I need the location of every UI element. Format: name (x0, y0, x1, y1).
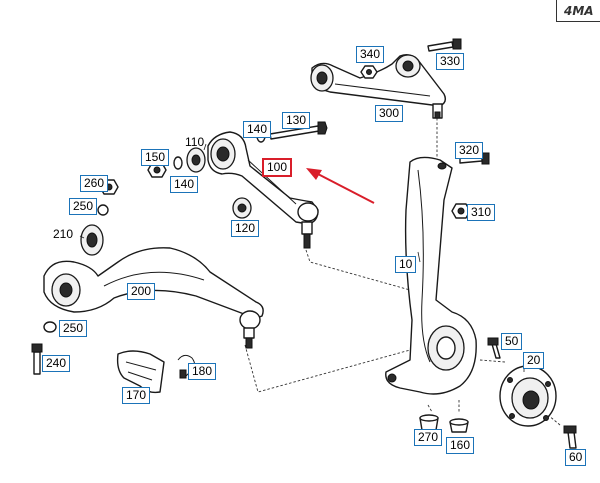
assembly-line-270 (427, 404, 433, 413)
leader-210 (79, 235, 85, 239)
assembly-line-hub (479, 359, 506, 363)
callout-150[interactable]: 150 (141, 149, 170, 166)
bolt-50 (487, 337, 501, 359)
bushing-120 (232, 197, 252, 219)
callout-140-upper[interactable]: 140 (243, 121, 272, 138)
lower-control-arm-200 (43, 247, 264, 349)
callout-210[interactable]: 210 (53, 227, 74, 241)
callout-260[interactable]: 260 (80, 175, 109, 192)
upper-control-arm (310, 53, 447, 119)
callout-10[interactable]: 10 (395, 256, 417, 273)
nut-310 (451, 203, 471, 219)
highlight-arrow (306, 168, 375, 204)
callout-50[interactable]: 50 (501, 333, 523, 350)
tension-strut-100 (207, 131, 319, 249)
cap-160 (449, 418, 469, 433)
callout-200[interactable]: 200 (127, 283, 156, 300)
assembly-line-bolt60 (547, 414, 561, 426)
bolt-60 (563, 425, 577, 449)
callout-110[interactable]: 110 (185, 135, 205, 149)
bushing-110 (186, 147, 206, 173)
callout-180[interactable]: 180 (188, 363, 217, 380)
assembly-line-tie (244, 344, 411, 393)
bolt-330 (427, 38, 462, 52)
bolt-240 (31, 343, 43, 375)
leader-10 (417, 251, 421, 263)
callout-320[interactable]: 320 (455, 142, 484, 159)
callout-250-upper[interactable]: 250 (69, 198, 98, 215)
cap-270 (419, 414, 439, 431)
bracket-170 (116, 350, 165, 394)
callout-330[interactable]: 330 (436, 53, 465, 70)
assembly-line-lower-arm (305, 249, 411, 291)
washer-250a (97, 204, 109, 216)
callout-310[interactable]: 310 (467, 204, 496, 221)
callout-140-lower[interactable]: 140 (170, 176, 199, 193)
callout-100-highlighted[interactable]: 100 (262, 158, 293, 177)
callout-20[interactable]: 20 (523, 352, 545, 369)
nut-340 (360, 65, 378, 79)
callout-130[interactable]: 130 (282, 112, 311, 129)
callout-60[interactable]: 60 (565, 449, 587, 466)
washer-140b (173, 156, 183, 170)
washer-250b (43, 321, 57, 333)
wheel-hub-20 (499, 365, 557, 427)
steering-knuckle-10 (385, 156, 477, 395)
logo-badge: 4MA (556, 0, 600, 22)
callout-270[interactable]: 270 (414, 429, 443, 446)
callout-300[interactable]: 300 (375, 105, 404, 122)
leader-110 (203, 143, 207, 151)
bushing-210 (80, 224, 104, 256)
callout-250-lower[interactable]: 250 (59, 320, 88, 337)
callout-240[interactable]: 240 (42, 355, 71, 372)
callout-170[interactable]: 170 (122, 387, 151, 404)
callout-340[interactable]: 340 (356, 46, 385, 63)
callout-120[interactable]: 120 (231, 220, 260, 237)
callout-160[interactable]: 160 (446, 437, 475, 454)
